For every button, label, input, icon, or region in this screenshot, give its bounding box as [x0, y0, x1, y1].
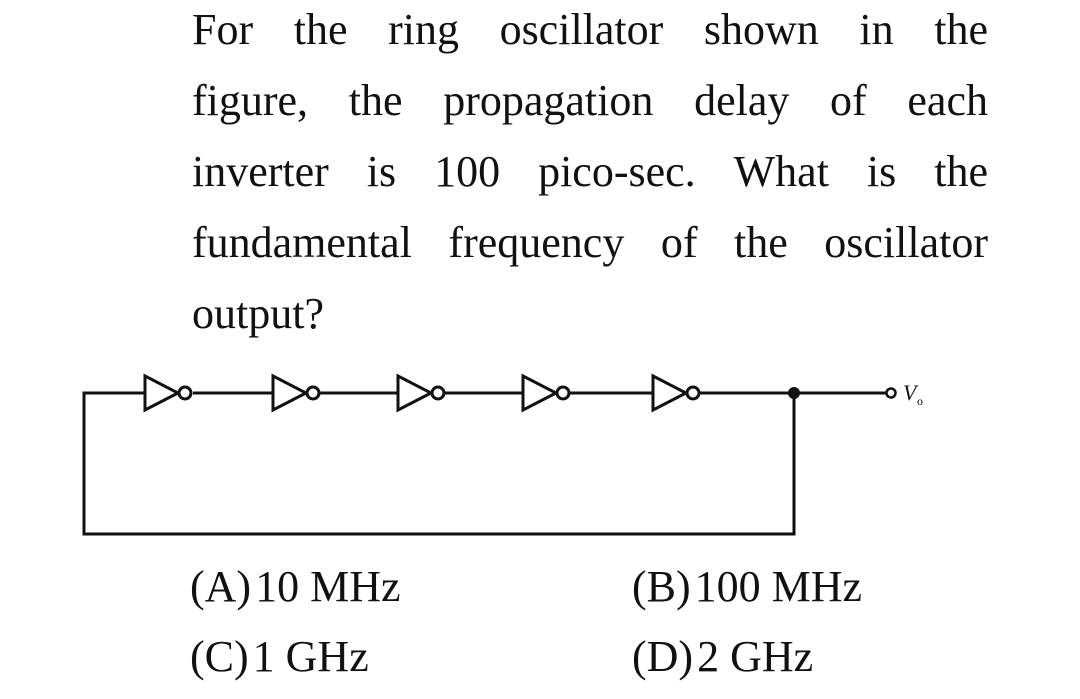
question-word: the	[934, 147, 988, 196]
question-line-4: fundamental frequency of the oscillator	[192, 213, 988, 284]
question-word: of	[660, 218, 698, 267]
option-c[interactable]: (C)1 GHz	[190, 632, 369, 682]
output-label-subscript: o	[917, 394, 923, 408]
question-word: the	[733, 218, 788, 267]
question-word: inverter	[192, 147, 329, 196]
option-a[interactable]: (A)10 MHz	[190, 562, 401, 612]
question-word: pico-sec.	[538, 147, 696, 196]
question-word: propagation	[443, 76, 654, 125]
question-word: the	[348, 76, 403, 125]
question-word: the	[934, 5, 988, 54]
question-word: 100	[434, 147, 501, 196]
question-word: in	[859, 5, 894, 54]
question-word: is	[866, 147, 897, 196]
option-letter: (C)	[190, 632, 249, 681]
question-word: oscillator	[499, 5, 664, 54]
option-value: 2 GHz	[697, 632, 814, 681]
question-word: figure,	[192, 76, 309, 125]
question-word: frequency	[448, 218, 625, 267]
inverter-5	[651, 373, 701, 413]
inverter-1	[143, 373, 193, 413]
option-value: 100 MHz	[694, 562, 863, 611]
question-line-3: inverter is 100 pico-sec. What is the	[192, 142, 988, 213]
question-text: For the ring oscillator shown in the fig…	[192, 0, 988, 355]
option-value: 10 MHz	[255, 562, 401, 611]
question-word: delay	[694, 76, 790, 125]
question-word: What	[733, 147, 829, 196]
junction-dot	[788, 387, 800, 399]
question-word: of	[830, 76, 867, 125]
question-word: fundamental	[192, 218, 412, 267]
option-b[interactable]: (B)100 MHz	[632, 562, 862, 612]
inverter-3	[396, 373, 446, 413]
inverter-4	[521, 373, 571, 413]
option-d[interactable]: (D)2 GHz	[632, 632, 813, 682]
output-label: V	[903, 380, 919, 405]
question-word: shown	[703, 5, 819, 54]
question-word: the	[293, 5, 348, 54]
question-word: ring	[388, 5, 459, 54]
question-line-1: For the ring oscillator shown in the	[192, 0, 988, 71]
question-word: oscillator	[824, 218, 988, 267]
option-letter: (D)	[632, 632, 694, 681]
feedback-wire	[82, 391, 796, 536]
option-letter: (B)	[632, 562, 691, 611]
option-value: 1 GHz	[252, 632, 369, 681]
question-word: output?	[192, 289, 324, 338]
inverter-2	[271, 373, 321, 413]
question-line-2: figure, the propagation delay of each	[192, 71, 988, 142]
output-terminal	[885, 387, 897, 399]
question-line-5: output?	[192, 284, 988, 355]
question-word: is	[366, 147, 397, 196]
question-word: each	[907, 76, 988, 125]
option-letter: (A)	[190, 562, 252, 611]
question-word: For	[192, 5, 254, 54]
